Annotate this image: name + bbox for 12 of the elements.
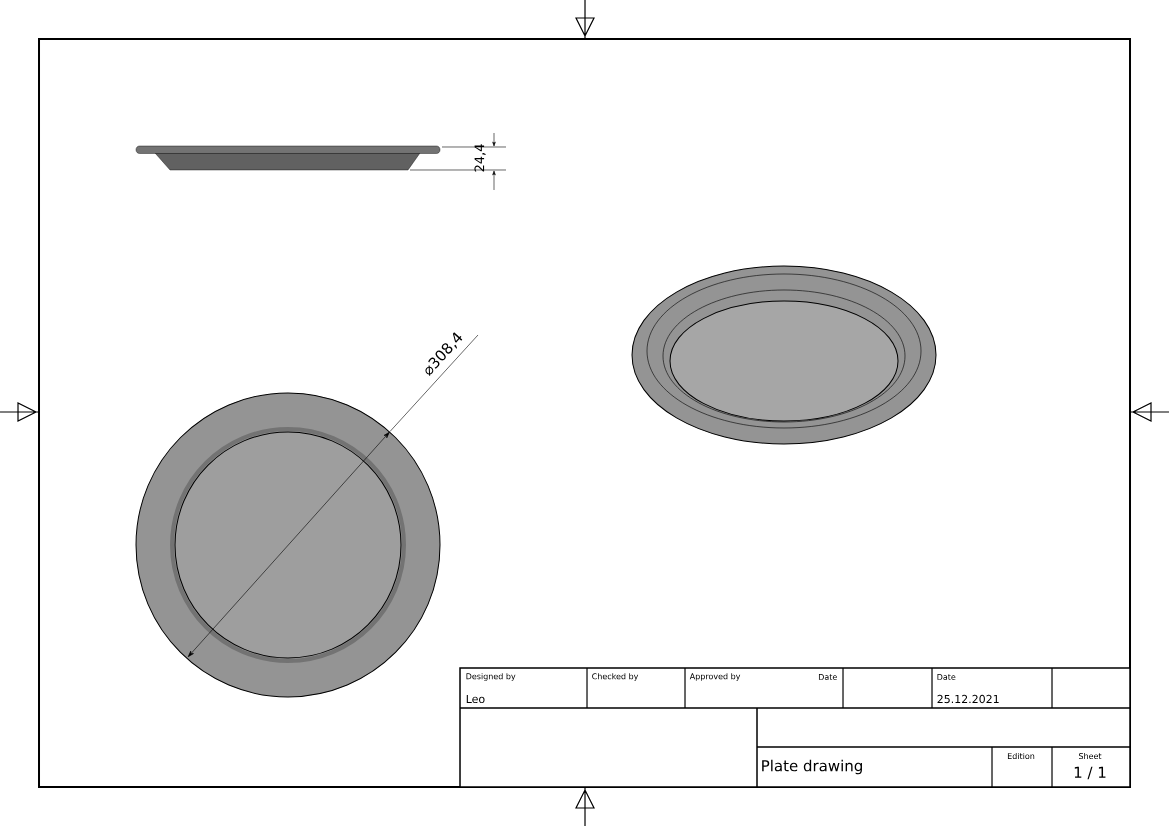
sheet-number: 1 / 1 bbox=[1074, 766, 1106, 780]
field-value: Leo bbox=[466, 694, 485, 704]
field-label: Edition bbox=[1007, 752, 1035, 760]
dimension-text: 24,4 bbox=[474, 144, 486, 172]
field-label: Date bbox=[937, 674, 956, 680]
field-label: Date bbox=[818, 674, 837, 680]
field-label: Checked by bbox=[592, 673, 639, 681]
field-value: 25.12.2021 bbox=[937, 694, 999, 704]
field-label: Designed by bbox=[466, 673, 516, 681]
field-label: Sheet bbox=[1079, 752, 1102, 760]
field-label: Approved by bbox=[689, 673, 741, 681]
drawing-title: Plate drawing bbox=[762, 759, 862, 775]
